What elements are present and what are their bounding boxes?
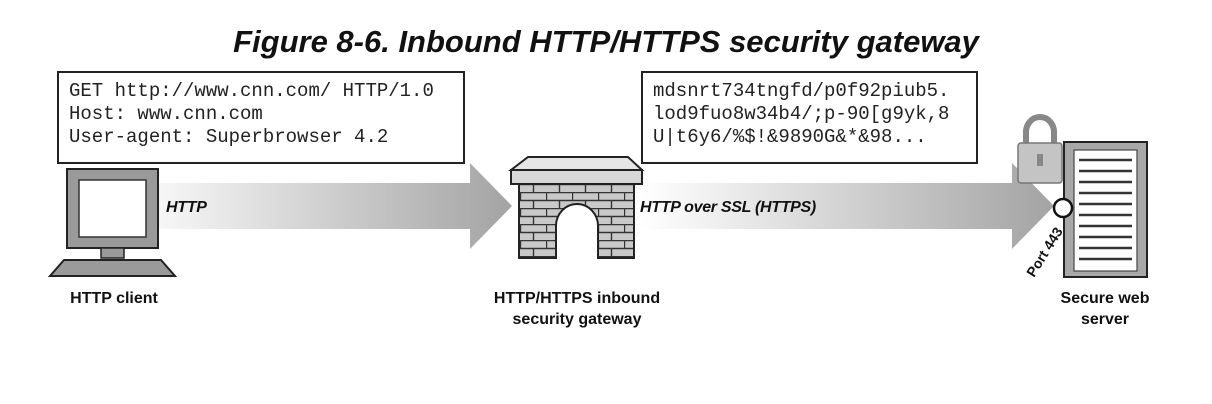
server-caption-line2: server: [1080, 311, 1130, 328]
figure-title: Figure 8-6. Inbound HTTP/HTTPS security …: [233, 24, 979, 59]
arrow-https: [640, 163, 1054, 249]
client-caption: HTTP client: [44, 288, 184, 309]
computer-monitor-icon: [47, 168, 178, 277]
server-caption: Secure web server: [1040, 288, 1170, 330]
gateway-caption: HTTP/HTTPS inbound security gateway: [466, 288, 688, 330]
http-label: HTTP: [166, 199, 207, 216]
gateway-caption-line2: security gateway: [512, 311, 642, 328]
host-header: Host: www.cnn.com: [69, 103, 263, 125]
arrow-http: [120, 163, 512, 249]
port-label: Port 443: [1023, 224, 1066, 280]
encrypted-line: lod9fuo8w34b4/;p-90[g9yk,8: [653, 103, 950, 125]
encrypted-data-box: mdsnrt734tngfd/p0f92piub5.lod9fuo8w34b4/…: [641, 71, 978, 164]
server-caption-line1: Secure web: [1060, 290, 1150, 307]
padlock-icon: [1017, 114, 1063, 184]
request-line: GET http://www.cnn.com/ HTTP/1.0: [69, 80, 434, 102]
https-label: HTTP over SSL (HTTPS): [640, 199, 816, 216]
brick-firewall-icon: [508, 156, 645, 259]
encrypted-line: mdsnrt734tngfd/p0f92piub5.: [653, 80, 950, 102]
gateway-caption-line1: HTTP/HTTPS inbound: [493, 290, 661, 307]
client-caption-text: HTTP client: [70, 290, 158, 307]
user-agent-header: User-agent: Superbrowser 4.2: [69, 126, 389, 148]
encrypted-line: U|t6y6/%$!&9890G&*&98...: [653, 126, 927, 148]
port-443-socket: [1052, 197, 1074, 219]
server-rack-icon: [1063, 141, 1148, 278]
